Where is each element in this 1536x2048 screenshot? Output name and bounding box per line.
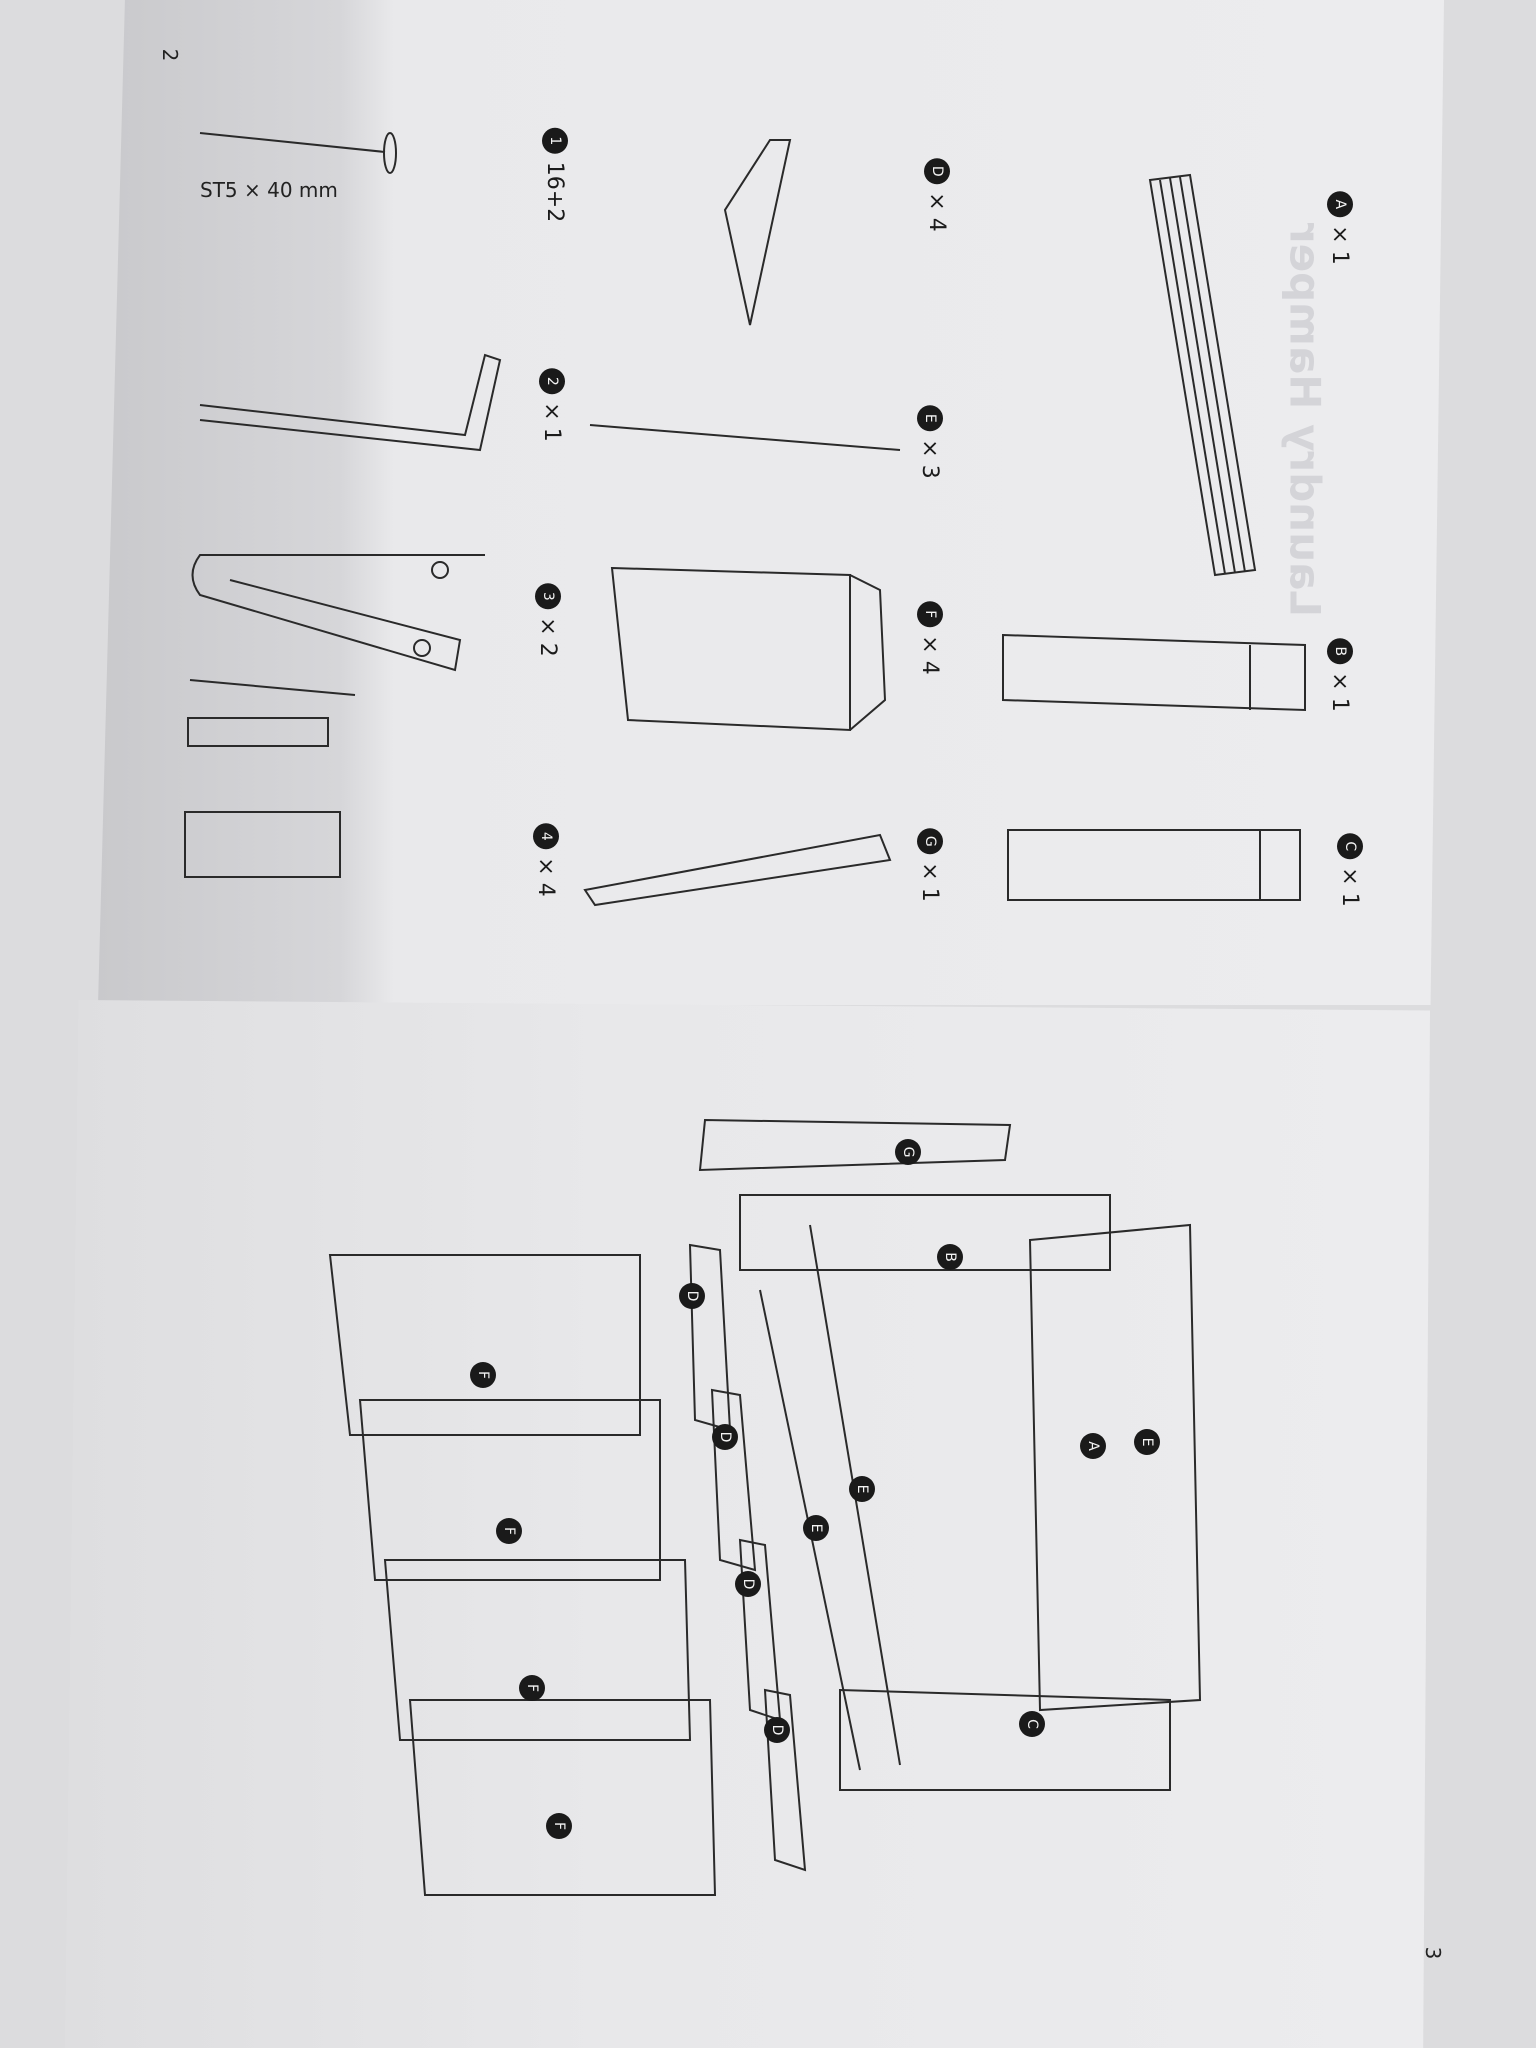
part-b-qty: × 1: [1327, 672, 1353, 712]
part-g-label: G × 1: [917, 828, 943, 902]
part-d-drawing: [723, 139, 792, 326]
hardware-2-badge: 2: [539, 368, 565, 395]
diagram-label-f: F: [470, 1362, 496, 1388]
part-a-drawing: [1148, 173, 1257, 577]
part-4-felt-pad: [184, 811, 341, 878]
diagram-label-e: E: [803, 1515, 829, 1541]
part-a-label: A × 1: [1327, 191, 1353, 265]
hardware-3-badge: 3: [535, 583, 561, 610]
part-g-qty: × 1: [917, 862, 943, 902]
part-d-label: D × 4: [924, 158, 950, 232]
page-number-right: 3: [1421, 1946, 1445, 1960]
part-f-label: F × 4: [917, 601, 943, 675]
diagram-label-f: F: [546, 1813, 572, 1839]
part-d-badge: D: [924, 158, 950, 185]
diagram-label-c: C: [1019, 1711, 1045, 1737]
diagram-label-d: D: [764, 1717, 790, 1743]
hardware-1-label: 1 16+2: [542, 127, 568, 223]
diagram-label-d: D: [712, 1424, 738, 1450]
hardware-4-label: 4× 4: [533, 823, 559, 897]
part-c-label: C × 1: [1337, 833, 1363, 907]
diagram-label-e: E: [849, 1476, 875, 1502]
hardware-3-qty: × 2: [535, 617, 561, 657]
diagram-label-b: B: [937, 1244, 963, 1270]
part-3-screw-and-anchor: [187, 679, 356, 747]
part-b-label: B × 1: [1327, 638, 1353, 712]
part-f-drawing: [610, 566, 887, 732]
part-b-drawing: [1002, 633, 1306, 712]
part-g-badge: G: [917, 828, 943, 855]
part-3-strap: [191, 554, 485, 672]
part-c-drawing: [1007, 829, 1301, 901]
part-f-badge: F: [917, 601, 943, 628]
hardware-1-badge: 1: [542, 127, 568, 154]
hardware-2-qty: × 1: [539, 402, 565, 442]
diagram-label-f: F: [519, 1675, 545, 1701]
part-2-allen-key: [199, 353, 502, 452]
part-d-qty: × 4: [924, 192, 950, 232]
hardware-2-label: 2× 1: [539, 368, 565, 442]
part-c-qty: × 1: [1337, 867, 1363, 907]
part-e-drawing: [589, 424, 901, 451]
part-e-badge: E: [917, 405, 943, 432]
exploded-assembly: [328, 1118, 1202, 1896]
part-f-qty: × 4: [917, 635, 943, 675]
hardware-1-qty: 16+2: [542, 161, 568, 223]
diagram-label-a: A: [1080, 1433, 1106, 1459]
diagram-label-e: E: [1134, 1429, 1160, 1455]
part-a-qty: × 1: [1327, 225, 1353, 265]
part-g-drawing: [583, 833, 892, 907]
diagram-label-d: D: [679, 1283, 705, 1309]
screw-spec: ST5 × 40 mm: [200, 178, 338, 202]
diagram-label-g: G: [895, 1139, 921, 1165]
manual-page-3: [65, 1000, 1430, 2048]
hardware-4-badge: 4: [533, 823, 559, 850]
part-e-qty: × 3: [917, 439, 943, 479]
manual-page-2: [98, 0, 1444, 1005]
page-number-left: 2: [158, 48, 182, 62]
part-b-badge: B: [1327, 638, 1353, 665]
diagram-label-d: D: [735, 1571, 761, 1597]
part-c-badge: C: [1337, 833, 1363, 860]
hardware-4-qty: × 4: [533, 857, 559, 897]
part-1-screw: [199, 132, 397, 174]
part-a-badge: A: [1327, 191, 1353, 218]
diagram-label-f: F: [496, 1518, 522, 1544]
hardware-3-label: 3× 2: [535, 583, 561, 657]
part-e-label: E × 3: [917, 405, 943, 479]
